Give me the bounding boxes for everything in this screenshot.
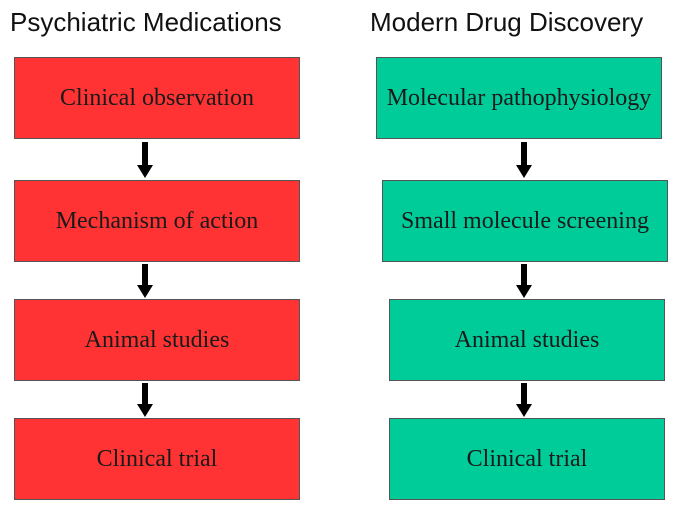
left-step-animal-studies: Animal studies	[14, 299, 300, 381]
right-arrow-down-icon	[516, 142, 532, 178]
right-step-molecular-pathophysiology: Molecular pathophysiology	[376, 57, 662, 139]
right-step-clinical-trial: Clinical trial	[389, 418, 665, 500]
right-arrow-down-icon	[516, 383, 532, 417]
left-column-title: Psychiatric Medications	[10, 7, 282, 37]
left-step-clinical-trial: Clinical trial	[14, 418, 300, 500]
left-arrow-down-icon	[137, 383, 153, 417]
right-arrow-down-icon	[516, 264, 532, 298]
left-arrow-down-icon	[137, 264, 153, 298]
left-step-clinical-observation: Clinical observation	[14, 57, 300, 139]
left-arrow-down-icon	[137, 142, 153, 178]
left-step-mechanism-of-action: Mechanism of action	[14, 180, 300, 262]
right-step-animal-studies: Animal studies	[389, 299, 665, 381]
right-step-small-molecule-screening: Small molecule screening	[382, 180, 668, 262]
right-column-title: Modern Drug Discovery	[370, 7, 644, 37]
